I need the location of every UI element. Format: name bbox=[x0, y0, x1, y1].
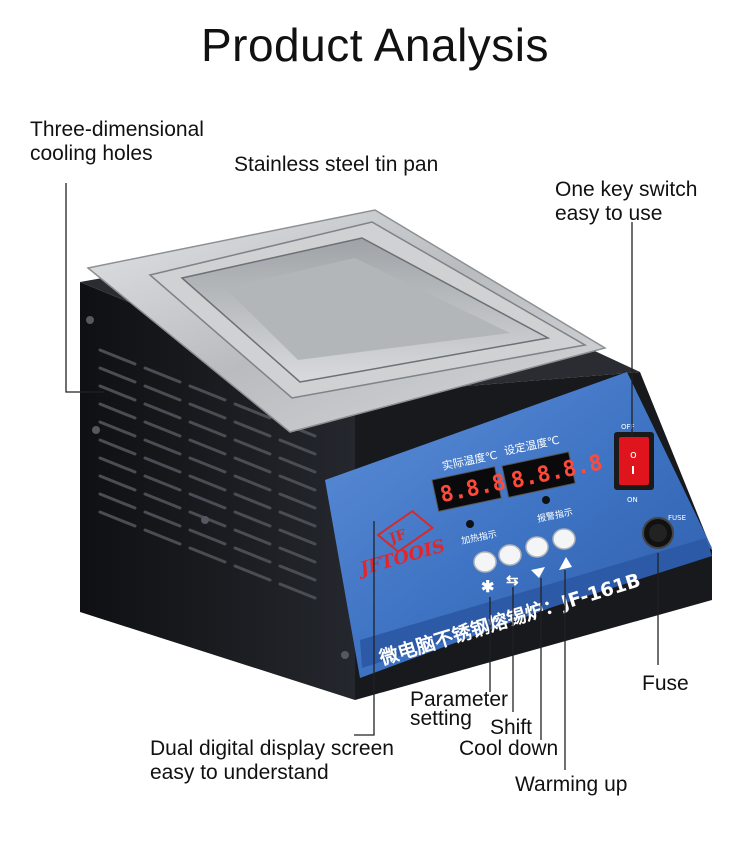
cooling-holes-label-line1: Three-dimensional bbox=[30, 118, 204, 141]
heat-indicator-led bbox=[466, 520, 474, 528]
page-title: Product Analysis bbox=[200, 19, 550, 71]
cooling-vents bbox=[98, 348, 317, 600]
parameter-symbol: ✱ bbox=[481, 579, 494, 596]
down-arrow-icon bbox=[531, 567, 545, 578]
parameter-label-line1: Parameter bbox=[410, 688, 509, 711]
cool-down-button bbox=[525, 536, 549, 558]
power-switch bbox=[619, 437, 649, 485]
shift-label: Shift bbox=[490, 716, 533, 739]
panel-buttons bbox=[473, 528, 576, 573]
cooling-leader bbox=[65, 183, 104, 393]
brand-logo: JF bbox=[376, 509, 435, 553]
display-label-line2: easy to understand bbox=[150, 761, 329, 784]
model-stripe bbox=[360, 538, 712, 668]
cool-down-label: Cool down bbox=[459, 737, 559, 760]
fuse-panel-label: FUSE bbox=[668, 514, 686, 522]
parameter-label-line2: setting bbox=[410, 707, 472, 730]
up-arrow-icon bbox=[559, 557, 572, 570]
cooling-holes-label-line2: cooling holes bbox=[30, 142, 153, 165]
button-symbols: ✱ ⇆ bbox=[481, 557, 572, 596]
side-screws bbox=[86, 316, 349, 659]
switch-label-line2: easy to use bbox=[555, 202, 663, 225]
warming-up-button bbox=[552, 528, 576, 550]
fuse-label: Fuse bbox=[642, 672, 689, 695]
switch-on-label: ON bbox=[627, 496, 638, 504]
parameter-button bbox=[473, 551, 497, 573]
alarm-indicator-led bbox=[542, 496, 550, 504]
leader-lines bbox=[65, 183, 659, 770]
svg-text:JF: JF bbox=[386, 527, 409, 548]
tin-pan-floor bbox=[225, 258, 510, 360]
switch-off-label: OFF bbox=[621, 423, 635, 431]
display-leader bbox=[354, 521, 375, 736]
switch-label-line1: One key switch bbox=[555, 178, 698, 201]
shift-symbol: ⇆ bbox=[506, 572, 519, 589]
power-switch-mark: o bbox=[630, 448, 637, 461]
display-label-line1: Dual digital display screen bbox=[150, 737, 394, 760]
tin-pan-label: Stainless steel tin pan bbox=[234, 153, 439, 176]
warming-up-label: Warming up bbox=[515, 773, 628, 796]
shift-button bbox=[498, 544, 522, 566]
